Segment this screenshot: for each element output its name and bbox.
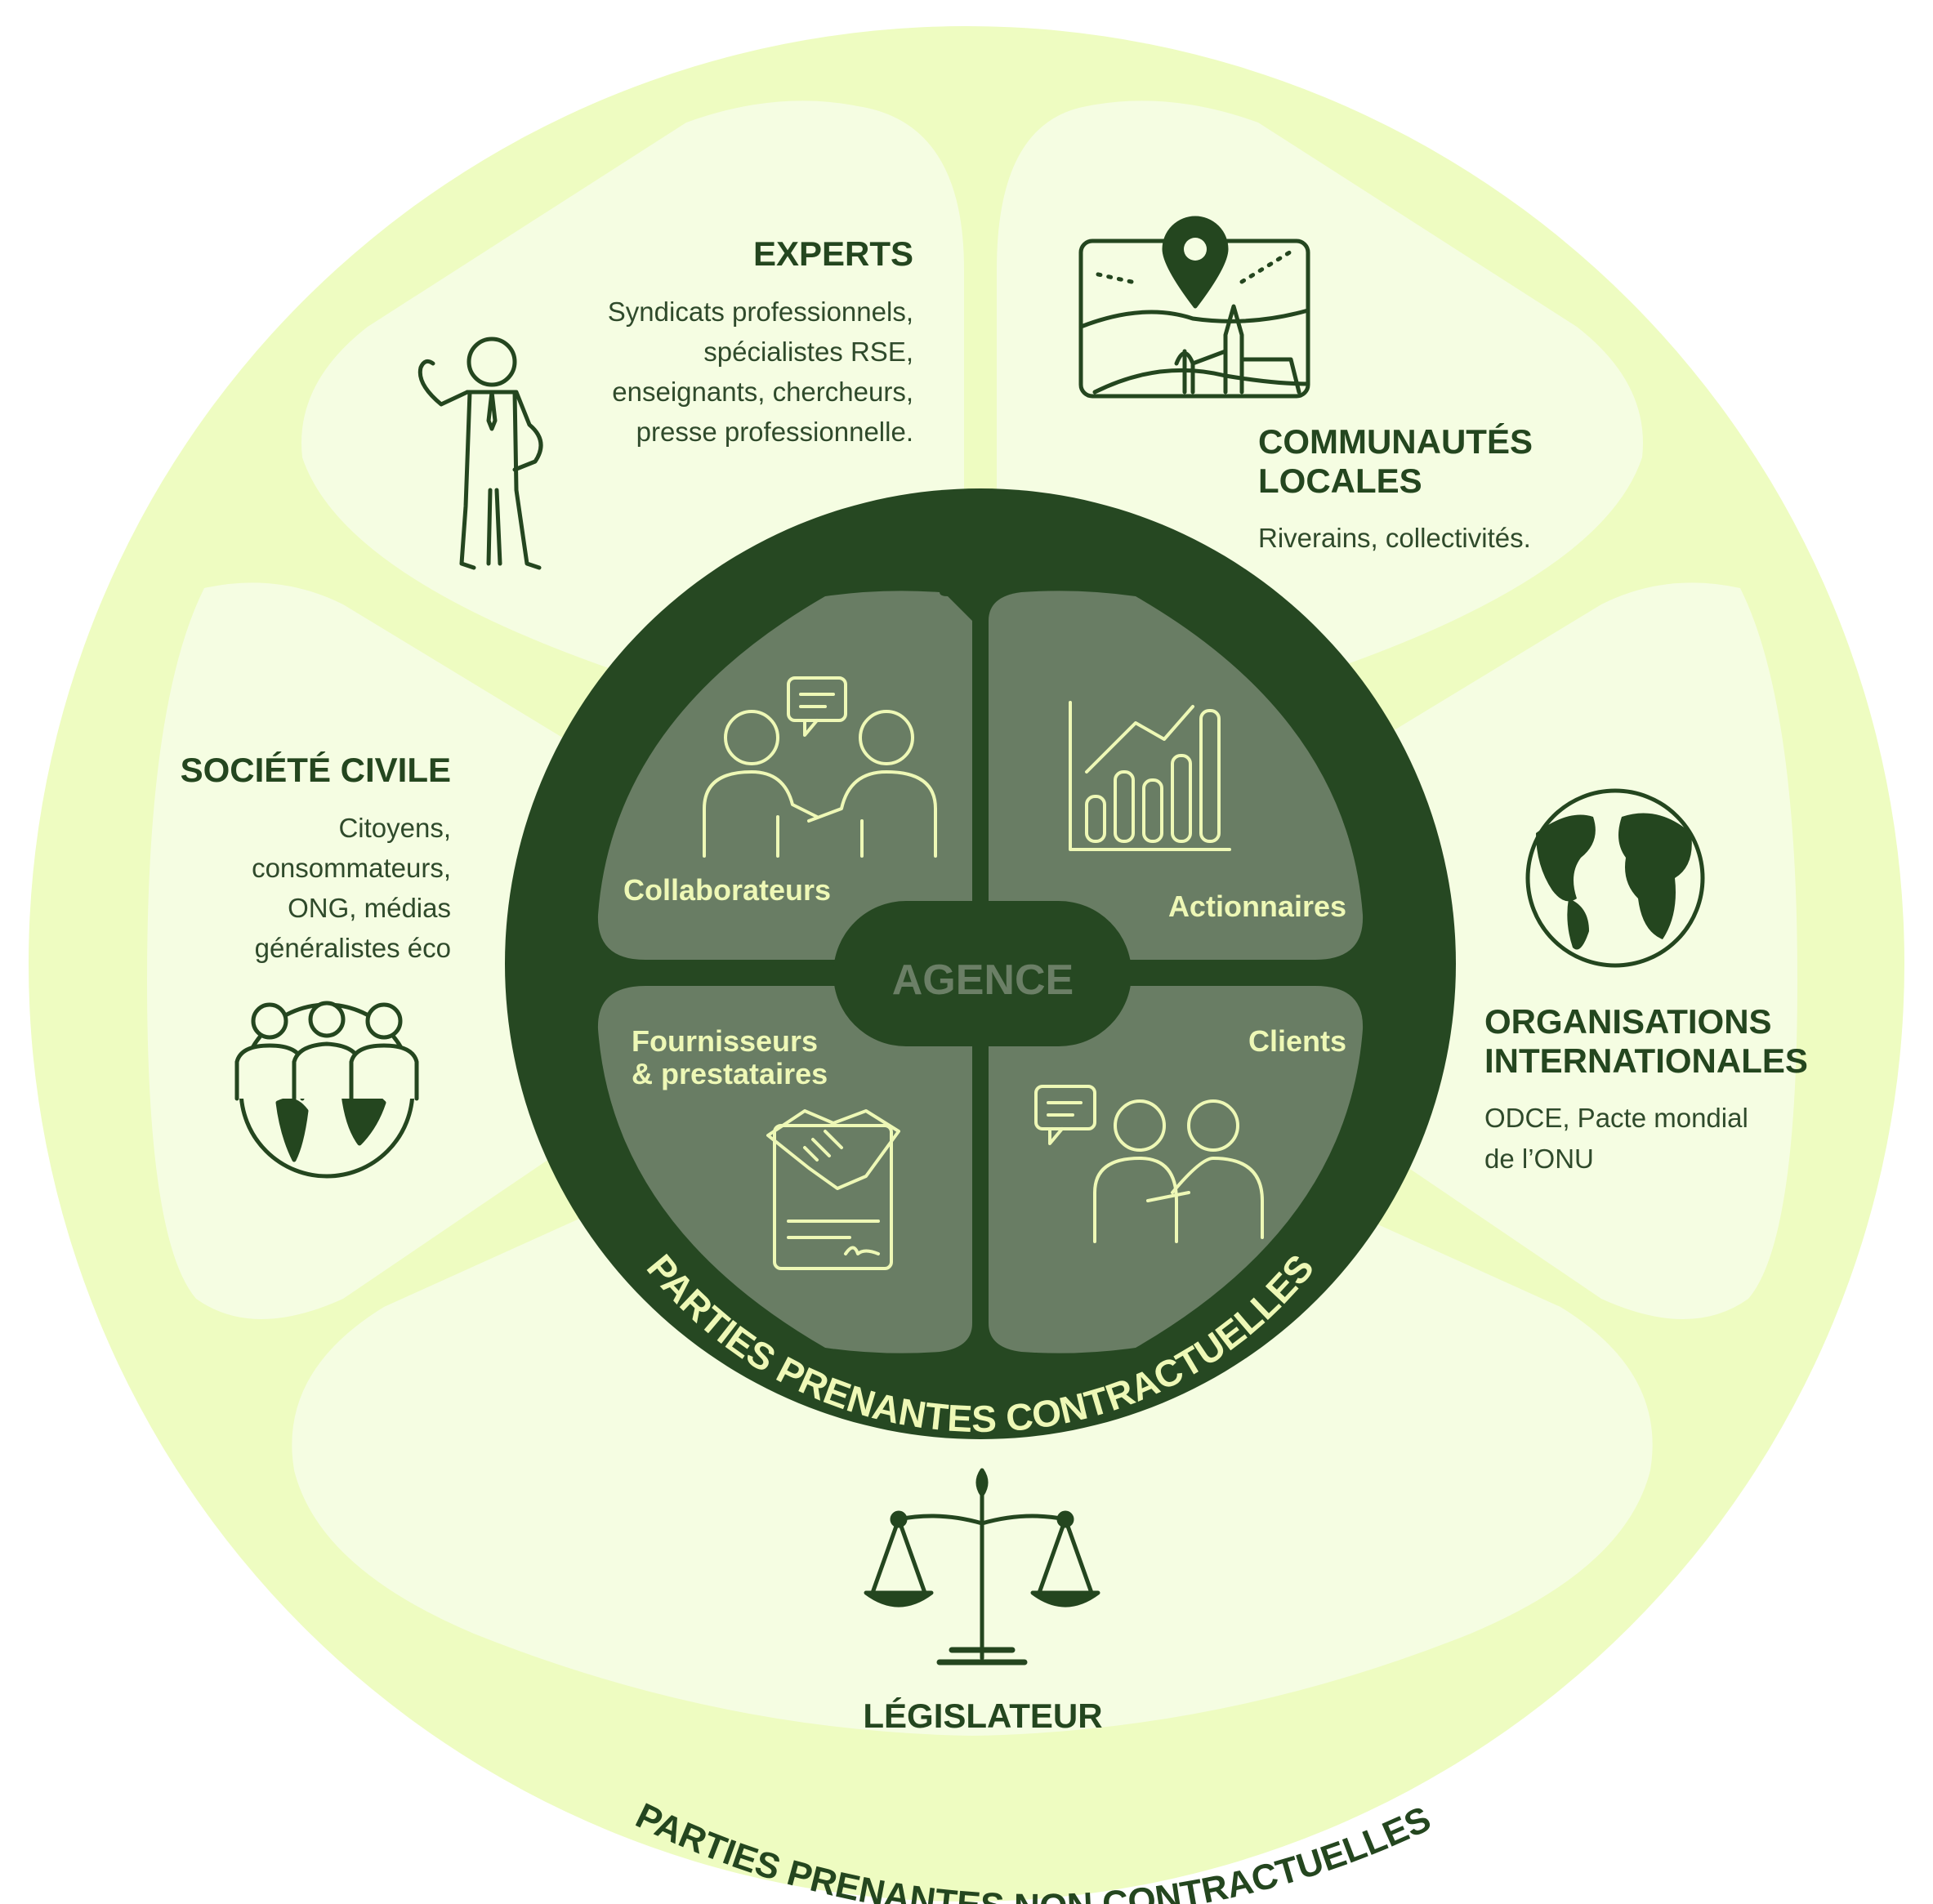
agence-label: AGENCE — [892, 956, 1074, 1004]
inner-quadrants — [597, 591, 1364, 1353]
experts-line-4: presse professionnelle. — [636, 417, 913, 447]
societe-line-1: Citoyens, — [338, 813, 451, 843]
quadrant-clients — [989, 986, 1364, 1353]
agence-pill — [833, 901, 1132, 1046]
societe-line-3: ONG, médias — [288, 893, 451, 923]
globe-icon — [1525, 788, 1705, 968]
people-talking-icon — [703, 676, 937, 858]
organisations-title-2: INTERNATIONALES — [1484, 1041, 1808, 1080]
clients-icon — [1034, 1085, 1264, 1243]
societe-title: SOCIÉTÉ CIVILE — [181, 751, 451, 789]
fournisseurs-label: Fournisseurs — [632, 1024, 818, 1058]
bar-chart-icon — [1069, 701, 1231, 851]
quadrant-actionnaires — [989, 591, 1364, 960]
people-globe-icon — [234, 1001, 419, 1179]
organisations-line-1: ODCE, Pacte mondial — [1484, 1103, 1748, 1133]
communautes-title-2: LOCALES — [1258, 462, 1422, 500]
societe-line-4: généralistes éco — [255, 933, 451, 963]
prestataires-label: & prestataires — [632, 1057, 828, 1090]
societe-line-2: consommateurs, — [252, 853, 451, 883]
experts-line-3: enseignants, chercheurs, — [612, 377, 913, 407]
handshake-contract-icon — [766, 1109, 900, 1270]
organisations-title-1: ORGANISATIONS — [1484, 1002, 1772, 1041]
experts-line-1: Syndicats professionnels, — [608, 297, 913, 327]
legislateur-title: LÉGISLATEUR — [863, 1697, 1102, 1735]
communautes-line-1: Riverains, collectivités. — [1258, 523, 1531, 553]
map-pin-village-icon — [1078, 216, 1310, 399]
actionnaires-label: Actionnaires — [1168, 890, 1346, 923]
clients-label: Clients — [1248, 1024, 1346, 1058]
collaborateurs-label: Collaborateurs — [623, 873, 831, 907]
quadrant-fournisseurs — [597, 986, 972, 1353]
experts-title: EXPERTS — [753, 234, 913, 273]
scales-icon — [864, 1468, 1100, 1665]
businessman-icon — [417, 337, 543, 570]
organisations-line-2: de l’ONU — [1484, 1144, 1594, 1174]
communautes-title-1: COMMUNAUTÉS — [1258, 422, 1533, 461]
petal-legislateur — [292, 1193, 1653, 1736]
experts-line-2: spécialistes RSE, — [703, 337, 913, 367]
quadrant-collaborateurs — [597, 591, 972, 960]
